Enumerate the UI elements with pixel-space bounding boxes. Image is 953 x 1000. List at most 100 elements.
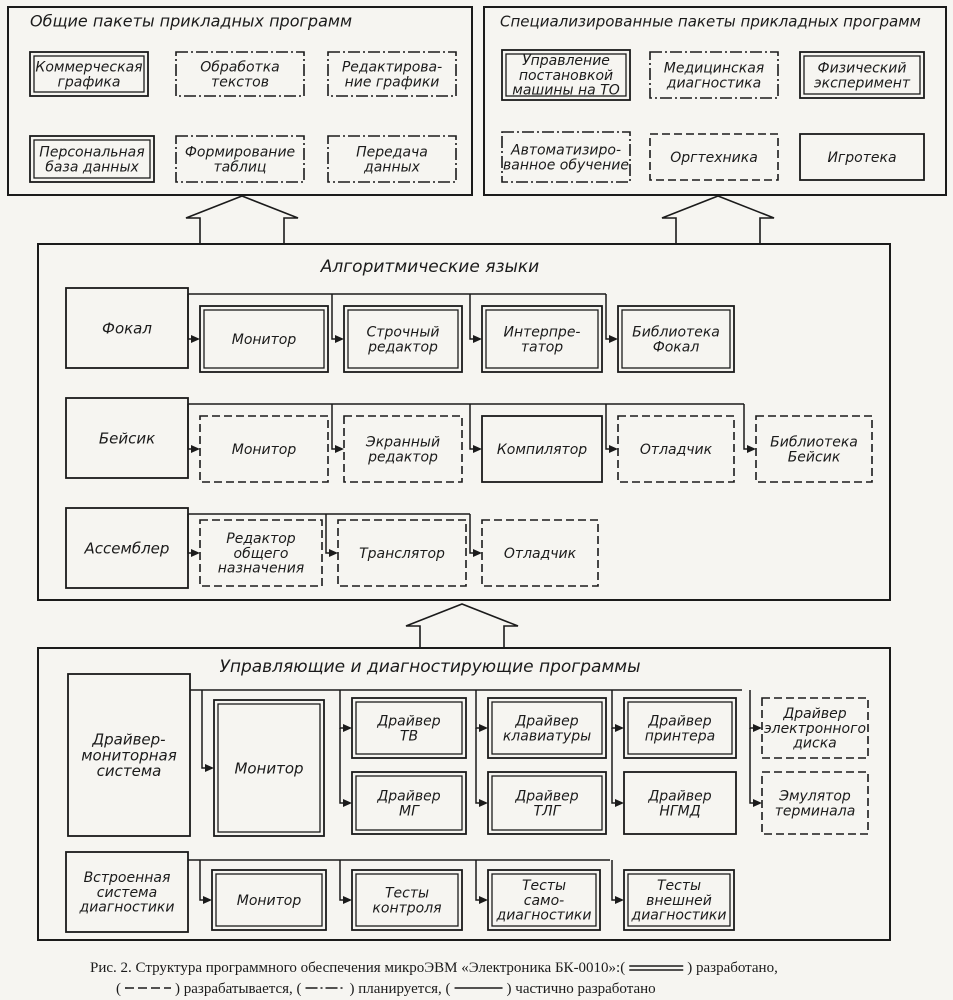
language-0-module-1-label-line: редактор (367, 339, 438, 355)
language-0-module-2-label-line: татор (521, 339, 563, 355)
language-0-module-1-label-line: Строчный (367, 325, 440, 341)
driver-top-2-label-line: Драйвер (647, 714, 711, 730)
special-package-4-label-line: Оргтехника (670, 150, 758, 166)
language-1-module-2-arrow-head (473, 445, 482, 453)
general-package-2-label-line: Редактирова- (342, 60, 442, 76)
special-package-5-frame (799, 133, 925, 181)
diag-item-3-arrow-head (615, 896, 624, 904)
diag-item-3-label-line: Тесты (657, 878, 701, 894)
driver-bottom-3-label-line: терминала (775, 803, 856, 819)
language-0-module-2-label-line: Интерпре- (504, 325, 581, 341)
language-2-module-1-label: Транслятор (359, 546, 445, 562)
diag-item-1-label-line: Тесты (385, 886, 429, 902)
special-packages-title: Специализированные пакеты прикладных про… (500, 12, 921, 30)
language-0-module-1-arrow (331, 294, 342, 340)
special-packages-panel (483, 6, 947, 196)
language-2-module-1-arrow-head (329, 549, 338, 557)
general-package-0-inner-frame (33, 55, 145, 93)
language-1-module-2-arrow (469, 404, 480, 450)
embedded-diagnostics-frame (65, 851, 189, 933)
general-package-2-label: Редактирова-ние графики (342, 60, 442, 91)
driver-monitor-label: Монитор (234, 759, 303, 777)
language-1-module-2-label-line: Компилятор (497, 442, 587, 458)
general-package-3-label-line: база данных (45, 159, 139, 175)
driver-bottom-0-inner-frame (355, 775, 463, 831)
driver-bottom-3-arrow-head (753, 799, 762, 807)
driver-top-1-arrow-head (479, 724, 488, 732)
caption-part: ) планируется, ( (350, 981, 451, 997)
language-1-module-2-label: Компилятор (497, 442, 587, 458)
driver-top-2-inner-frame (627, 701, 733, 755)
driver-top-2-arrow-head (615, 724, 624, 732)
caption-part: ) разработано, (687, 960, 778, 976)
driver-monitor-system-label-line: система (97, 762, 162, 780)
diag-item-2-label-line: диагностики (496, 908, 592, 924)
special-package-1-label-line: диагностика (666, 75, 761, 91)
language-0-module-3-arrow (605, 294, 616, 340)
special-packages-title-line: Специализированные пакеты прикладных про… (500, 12, 921, 30)
driver-top-2-arrow (611, 690, 622, 729)
driver-top-3-arrow (749, 690, 760, 729)
embedded-diagnostics-label-line: Встроенная (84, 870, 171, 886)
language-2-module-1-arrow (325, 514, 336, 554)
language-1-module-0-arrow-head (191, 445, 200, 453)
general-package-1-frame (175, 51, 305, 97)
language-0-module-0-arrow (187, 294, 198, 340)
languages-title-line: Алгоритмические языки (320, 257, 539, 277)
language-2-module-2-label: Отладчик (504, 546, 577, 562)
special-package-2-frame (799, 51, 925, 99)
embedded-diagnostics-label-line: система (97, 885, 157, 901)
language-0-module-2-arrow-head (473, 335, 482, 343)
diag-item-2-label-line: Тесты (522, 878, 566, 894)
language-0-module-0-label: Монитор (232, 332, 297, 348)
driver-bottom-3-arrow (749, 728, 760, 804)
arrow-languages-to-general (185, 195, 299, 244)
diag-item-3-arrow (611, 860, 622, 901)
language-1-module-1-label-line: редактор (367, 449, 438, 465)
driver-monitor-arrow (201, 690, 212, 769)
special-package-4-label: Оргтехника (670, 150, 758, 166)
general-package-4-frame (175, 135, 305, 183)
diag-item-2-arrow (475, 860, 486, 901)
special-package-2-label-line: эксперимент (814, 75, 911, 91)
language-1-module-1-label-line: Экранный (365, 435, 440, 451)
language-1-module-1-frame (343, 415, 463, 483)
special-package-2-inner-frame (803, 55, 921, 95)
general-package-3-inner-frame (33, 139, 151, 179)
language-0-label: Фокал (102, 319, 152, 337)
driver-bottom-0-label-line: МГ (399, 803, 420, 819)
language-0-module-2-inner-frame (485, 309, 599, 369)
language-1-label-line: Бейсик (99, 429, 155, 447)
diag-item-0-arrow-head (203, 896, 212, 904)
driver-bottom-1-label-line: ТЛГ (534, 803, 562, 819)
caption-line-1: Рис. 2. Структура программного обеспечен… (90, 960, 778, 976)
languages-panel (37, 243, 891, 601)
language-2-module-0-label-line: общего (234, 546, 289, 562)
language-0-module-1-inner-frame (347, 309, 459, 369)
diag-item-0-label-line: Монитор (237, 893, 302, 909)
language-0-module-0-arrow-head (191, 335, 200, 343)
special-package-5-label-line: Игротека (827, 150, 896, 166)
language-1-module-4-arrow-head (747, 445, 756, 453)
language-2-module-2-arrow-head (473, 549, 482, 557)
driver-top-1-arrow (475, 690, 486, 729)
language-0-module-0-label-line: Монитор (232, 332, 297, 348)
language-1-module-0-label-line: Монитор (232, 442, 297, 458)
special-package-5-label: Игротека (827, 150, 896, 166)
diag-item-2-arrow-head (479, 896, 488, 904)
general-packages-title-line: Общие пакеты прикладных программ (30, 12, 352, 31)
language-0-module-2-arrow (469, 294, 480, 340)
driver-bottom-0-label-line: Драйвер (376, 789, 440, 805)
